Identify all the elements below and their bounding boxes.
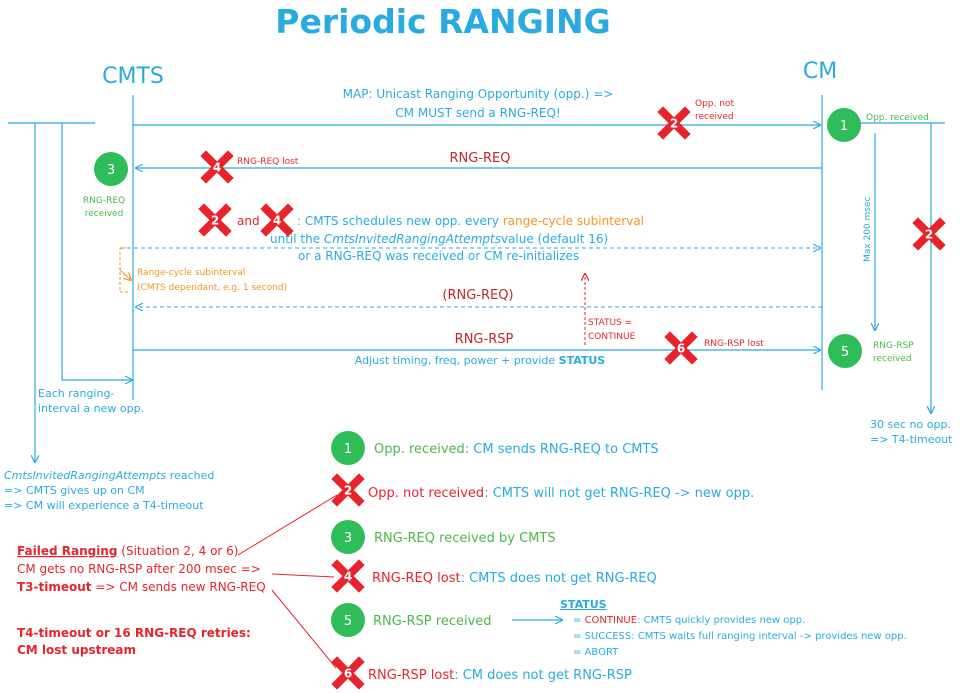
- and-label: and: [237, 214, 260, 228]
- t4-line-1: T4-timeout or 16 RNG-REQ retries:: [17, 626, 251, 640]
- opp-received-label: Opp. received: [866, 113, 929, 123]
- status-title: STATUS: [560, 598, 607, 611]
- status-abort: = ABORT: [573, 647, 619, 658]
- map-label-2: CM MUST send a RNG-REQ!: [395, 106, 560, 120]
- status-label-2: CONTINUE: [588, 332, 636, 342]
- legend-x-badge-6: 6: [331, 656, 365, 690]
- rng-rsp-label: RNG-RSP: [455, 332, 514, 347]
- legend-2-text: Opp. not received: CMTS will not get RNG…: [368, 486, 754, 501]
- legend-badge-5: 5: [331, 603, 365, 637]
- legend-4-text: RNG-REQ lost: CMTS does not get RNG-REQ: [372, 571, 657, 586]
- legend-x-badge-4-number: 4: [344, 570, 352, 584]
- legend-5-text: RNG-RSP received: [373, 614, 492, 629]
- x-badge-2-top: 2: [657, 106, 691, 140]
- actor-cm: CM: [803, 59, 837, 84]
- map-label-1: MAP: Unicast Ranging Opportunity (opp.) …: [343, 87, 614, 101]
- x-badge-6-top: 6: [664, 331, 698, 365]
- failed-line-to-6: [271, 589, 337, 669]
- badge-1: 1: [827, 108, 861, 142]
- rng-req-paren-label: (RNG-REQ): [442, 288, 513, 303]
- rng-req-received-label-1: RNG-REQ: [83, 196, 125, 206]
- x-badge-2-mid-number: 2: [211, 214, 219, 228]
- legend-3-text: RNG-REQ received by CMTS: [374, 531, 556, 546]
- thirty-sec-label-2: => T4-timeout: [870, 433, 953, 446]
- rng-req-label: RNG-REQ: [449, 151, 510, 166]
- failed-ranging-line-2: CM gets no RNG-RSP after 200 msec =>: [17, 562, 261, 576]
- schedule-line-3: or a RNG-REQ was received or CM re-initi…: [298, 249, 579, 263]
- gives-up-line-3: => CM will experience a T4-timeout: [4, 499, 204, 512]
- failed-ranging-title: Failed Ranging (Situation 2, 4 or 6): [17, 544, 238, 558]
- thirty-sec-label-1: 30 sec no opp.: [870, 418, 951, 431]
- status-label-1: STATUS =: [588, 318, 632, 328]
- max-200-label: Max 200 msec: [863, 197, 873, 262]
- range-cycle-label-1: Range-cycle subinterval: [137, 268, 245, 278]
- badge-3-number: 3: [107, 163, 115, 178]
- x-badge-4-mid: 4: [260, 203, 294, 237]
- x-badge-2-right-number: 2: [925, 228, 933, 242]
- rng-req-lost-label: RNG-REQ lost: [237, 157, 299, 167]
- x-badge-4-top: 4: [200, 150, 234, 184]
- status-success: = SUCCESS: CMTS waits full ranging inter…: [573, 631, 907, 642]
- gives-up-line-1: CmtsInvitedRangingAttempts reached: [4, 469, 214, 482]
- legend-badge-5-number: 5: [344, 614, 352, 629]
- x-badge-2-top-number: 2: [670, 117, 678, 131]
- adjust-label: Adjust timing, freq, power + provide STA…: [355, 354, 606, 367]
- rng-req-received-label-2: received: [85, 209, 124, 219]
- opp-not-received-label-1: Opp. not: [695, 99, 734, 109]
- rng-rsp-lost-label: RNG-RSP lost: [704, 339, 764, 349]
- x-badge-2-mid: 2: [198, 203, 232, 237]
- legend-badge-1-number: 1: [344, 442, 352, 457]
- rng-rsp-received-label-2: received: [873, 354, 912, 364]
- legend-x-badge-4: 4: [331, 559, 365, 593]
- left-interval-arrow: [61, 123, 132, 380]
- legend-x-badge-6-number: 6: [344, 667, 352, 681]
- x-badge-2-right: 2: [912, 217, 946, 251]
- legend-6-text: RNG-RSP lost: CM does not get RNG-RSP: [368, 668, 632, 683]
- each-ranging-label-2: interval a new opp.: [38, 402, 144, 415]
- legend-badge-1: 1: [331, 431, 365, 465]
- badge-3: 3: [94, 152, 128, 186]
- schedule-line-1: : CMTS schedules new opp. every range-cy…: [297, 214, 644, 228]
- x-badge-4-mid-number: 4: [273, 214, 281, 228]
- x-badge-4-top-number: 4: [213, 161, 221, 175]
- badge-5: 5: [828, 334, 862, 368]
- actor-cmts: CMTS: [102, 64, 164, 89]
- schedule-line-2: until the CmtsInvitedRangingAttemptsvalu…: [270, 232, 608, 246]
- each-ranging-label-1: Each ranging-: [38, 387, 114, 400]
- failed-line-to-4: [271, 573, 335, 578]
- badge-5-number: 5: [841, 345, 849, 360]
- legend-1-text: Opp. received: CM sends RNG-REQ to CMTS: [374, 442, 659, 457]
- legend-badge-3: 3: [331, 520, 365, 554]
- page-title: Periodic RANGING: [275, 2, 610, 41]
- gives-up-line-2: => CMTS gives up on CM: [4, 484, 145, 497]
- legend-x-badge-2: 2: [331, 473, 365, 507]
- opp-not-received-label-2: received: [695, 112, 734, 122]
- range-cycle-label-2: (CMTS dependant, e.g. 1 second): [137, 283, 287, 293]
- x-badge-6-top-number: 6: [677, 342, 685, 356]
- t4-line-2: CM lost upstream: [17, 643, 136, 657]
- failed-ranging-line-3: T3-timeout => CM sends new RNG-REQ: [17, 580, 266, 594]
- range-cycle-bracket: [119, 247, 130, 293]
- range-cycle-arrow: [119, 269, 131, 280]
- legend-x-badge-2-number: 2: [344, 484, 352, 498]
- badge-1-number: 1: [840, 119, 848, 134]
- failed-line-to-2: [237, 494, 338, 556]
- rng-rsp-received-label-1: RNG-RSP: [873, 341, 914, 351]
- legend-badge-3-number: 3: [344, 531, 352, 546]
- status-continue: = CONTINUE: CMTS quickly provides new op…: [573, 615, 805, 626]
